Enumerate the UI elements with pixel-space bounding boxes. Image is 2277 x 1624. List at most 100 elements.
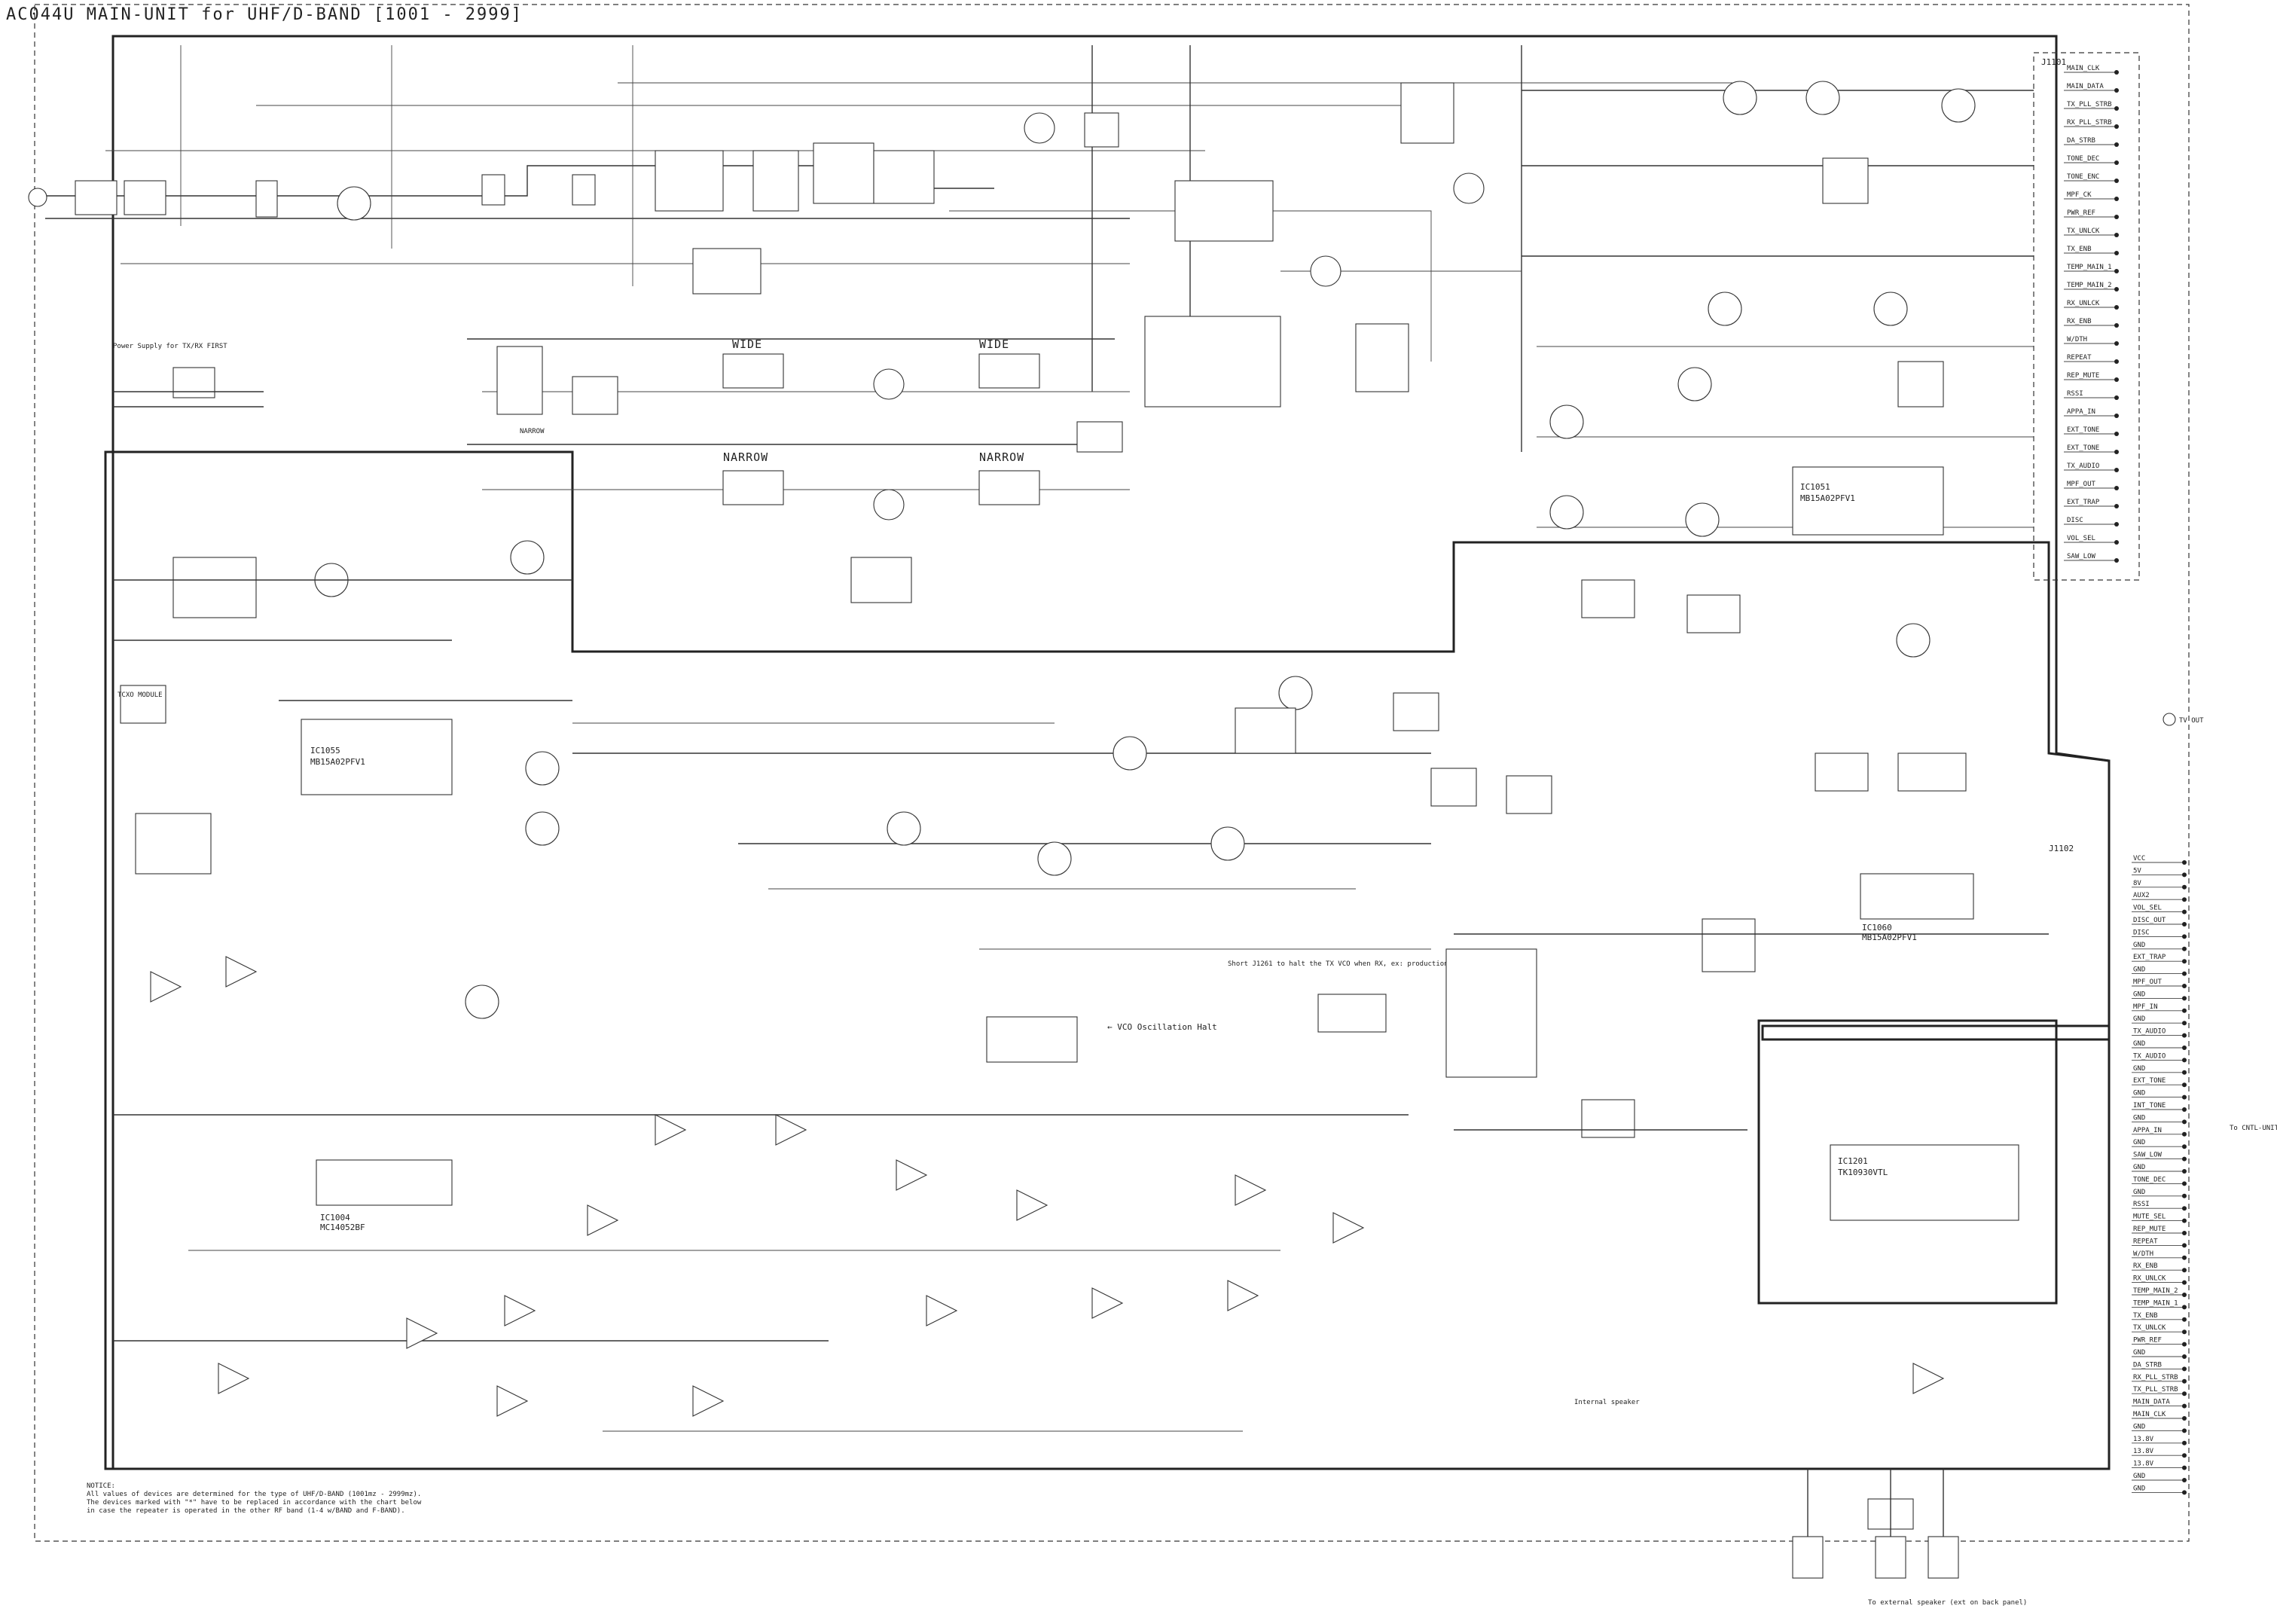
mod-shield-section <box>1757 1019 2058 1305</box>
connector-pin <box>2114 432 2119 436</box>
ic1201-body <box>1830 1144 2019 1221</box>
connector-signal-label: GND <box>2133 1114 2145 1122</box>
connector-pin <box>2114 540 2119 545</box>
tcxo-label: TCXO MODULE <box>118 691 163 699</box>
j1101-ref: J1101 <box>2041 57 2066 67</box>
vco-area <box>113 540 572 875</box>
svg-text:All values of devices are dete: All values of devices are determined for… <box>87 1491 421 1498</box>
connector-signal-label: DISC <box>2133 929 2150 936</box>
connector-pin <box>2114 323 2119 328</box>
connector-signal-label: GND <box>2133 1473 2145 1480</box>
connector-signal-label: DA_STRB <box>2067 137 2095 145</box>
connector-pin <box>2114 251 2119 255</box>
connector-signal-label: TEMP_MAIN_2 <box>2133 1287 2178 1295</box>
connector-signal-label: TX_AUDIO <box>2067 462 2099 470</box>
connector-signal-label: APPA_IN <box>2067 408 2095 416</box>
connector-signal-label: DA_STRB <box>2133 1361 2162 1369</box>
connector-signal-label: EXT_TONE <box>2067 444 2099 452</box>
connector-signal-label: MPF_IN <box>2133 1003 2158 1011</box>
narrow-label-left: NARROW <box>723 450 768 464</box>
wide-label-mid: WIDE <box>979 337 1009 351</box>
connector-signal-label: TX_PLL_STRB <box>2067 101 2112 108</box>
connector-signal-label: MAIN_DATA <box>2067 83 2104 90</box>
tv-out-label: TV OUT <box>2179 717 2204 725</box>
connector-signal-label: TONE_ENC <box>2067 173 2099 181</box>
narrow-label-right: NARROW <box>520 428 545 435</box>
tv-out-terminal <box>2163 713 2176 726</box>
pll-shield-section <box>104 450 2111 1470</box>
connector-signal-label: MAIN_DATA <box>2133 1399 2170 1406</box>
connector-pin <box>2182 1144 2187 1149</box>
connector-signal-label: TEMP_MAIN_1 <box>2133 1299 2178 1307</box>
connector-signal-label: RSSI <box>2067 390 2083 398</box>
connector-signal-label: GND <box>2133 1065 2145 1073</box>
connector-pin <box>2182 1021 2187 1026</box>
connector-signal-label: TEMP_MAIN_2 <box>2067 282 2112 289</box>
connector-pin <box>2182 1181 2187 1186</box>
connector-signal-label: DISC_OUT <box>2133 917 2166 924</box>
connector-signal-label: TX_UNLCK <box>2133 1324 2166 1332</box>
connector-pin <box>2114 269 2119 273</box>
connector-pin <box>2114 70 2119 75</box>
halt-short-note: Short J1261 to halt the TX VCO when RX, … <box>1228 960 1448 968</box>
connector-signal-label: VCC <box>2133 855 2145 862</box>
connector-pin <box>2114 305 2119 310</box>
vco-halt-note: ← VCO Oscillation Halt <box>1107 1022 1217 1032</box>
connector-signal-label: W/DTH <box>2133 1250 2153 1258</box>
connector-pin <box>2182 1033 2187 1038</box>
connector-signal-label: RX_UNLCK <box>2133 1275 2166 1283</box>
rf-front-end-parts <box>28 142 935 295</box>
connector-signal-label: 13.8V <box>2133 1448 2154 1455</box>
ic1051-ref: IC1051 <box>1800 482 1830 492</box>
connector-signal-label: SAW_LOW <box>2133 1152 2163 1159</box>
connector-signal-label: W/DTH <box>2067 336 2087 343</box>
connector-pin <box>2182 1008 2187 1013</box>
connector-pin <box>2182 1490 2187 1495</box>
connector-signal-label: TX_PLL_STRB <box>2133 1386 2178 1394</box>
if-filter-section <box>467 338 1130 603</box>
connector-pin <box>2182 1094 2187 1100</box>
ic1051-part: MB15A02PFV1 <box>1800 493 1855 503</box>
connector-pin <box>2182 1378 2187 1384</box>
connector-pin <box>2182 1329 2187 1335</box>
connector-pin <box>2182 1206 2187 1211</box>
connector-pin <box>2182 946 2187 951</box>
connector-signal-label: RX_ENB <box>2067 318 2092 325</box>
connector-signal-label: GND <box>2133 1423 2145 1430</box>
connector-pin <box>2114 88 2119 93</box>
connector-pin <box>2182 922 2187 926</box>
connector-pin <box>2114 359 2119 364</box>
connector-signal-label: MPF_CK <box>2067 191 2092 199</box>
connector-signal-label: REP_MUTE <box>2067 372 2099 380</box>
connector-pin <box>2182 1280 2187 1285</box>
connector-signal-label: RX_PLL_STRB <box>2067 119 2112 127</box>
board-outline <box>34 4 2190 1542</box>
connector-signal-label: VOL_SEL <box>2067 535 2095 542</box>
connector-j1102: J1102 VCC5V8VAUX2VOL_SELDISC_OUTDISCGNDE… <box>2049 844 2187 1495</box>
connector-signal-label: PWR_REF <box>2133 1337 2162 1345</box>
connector-pin <box>2114 450 2119 454</box>
connector-pin <box>2182 1391 2187 1397</box>
connector-pin <box>2182 959 2187 964</box>
connector-signal-label: GND <box>2133 1040 2145 1048</box>
j1102-ref: J1102 <box>2049 844 2074 853</box>
connector-signal-label: RSSI <box>2133 1201 2150 1208</box>
notice-block: NOTICE: All values of devices are determ… <box>87 1482 422 1515</box>
connector-signal-label: EXT_TONE <box>2067 426 2099 434</box>
connector-pin <box>2182 984 2187 988</box>
connector-pin <box>2114 395 2119 400</box>
connector-signal-label: SAW_LOW <box>2067 553 2096 560</box>
connector-pin <box>2182 897 2187 902</box>
connector-pin <box>2182 1107 2187 1112</box>
connector-signal-label: GND <box>2133 1090 2145 1097</box>
connector-pin <box>2114 287 2119 292</box>
connector-pin <box>2182 884 2187 890</box>
connector-signal-label: APPA_IN <box>2133 1127 2162 1134</box>
connector-j1101: J1101 MAIN_CLKMAIN_DATATX_PLL_STRBRX_PLL… <box>2041 57 2119 563</box>
connector-signal-label: 5V <box>2133 867 2141 875</box>
connector-pin <box>2182 1342 2187 1347</box>
svg-text:in case the repeater is operat: in case the repeater is operated in the … <box>87 1507 405 1515</box>
connector-pin <box>2182 1317 2187 1322</box>
connector-pin <box>2182 1058 2187 1063</box>
